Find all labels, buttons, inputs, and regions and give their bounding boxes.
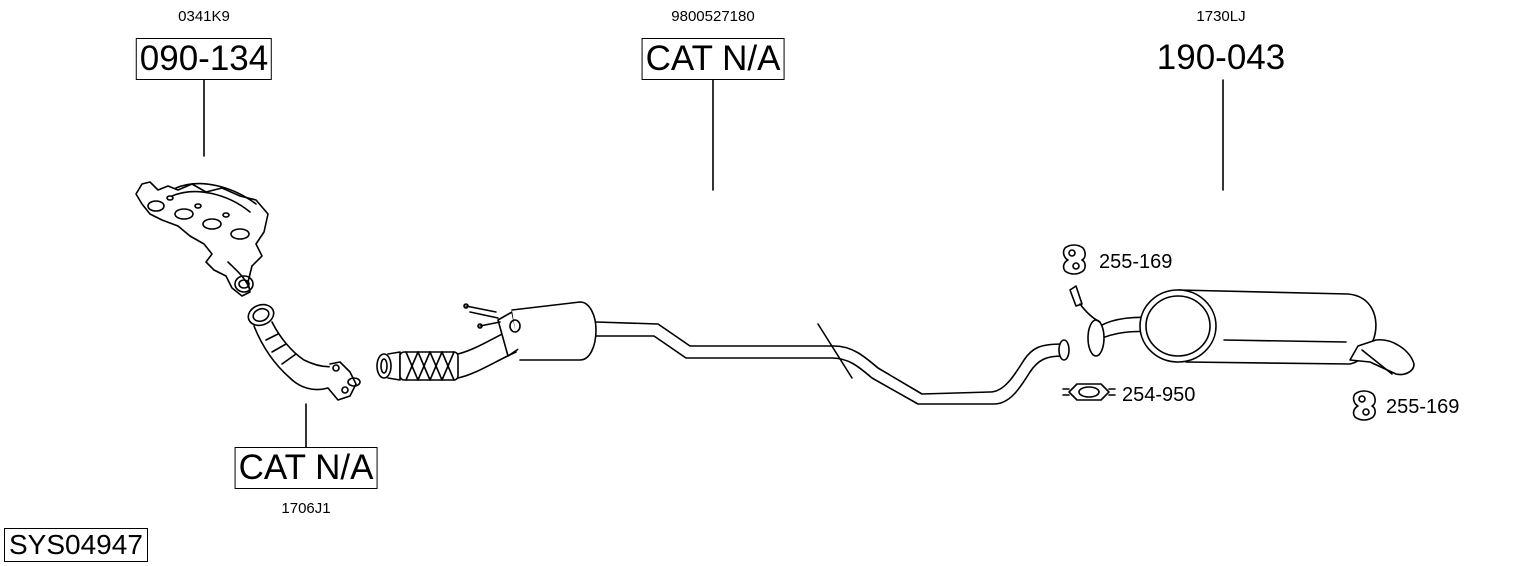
front-catalyst-drawing <box>247 303 361 401</box>
system-code: SYS04947 <box>4 528 148 562</box>
rear-silencer-part-number[interactable]: 190-043 <box>1156 38 1286 77</box>
pipe-clamp-icon <box>1062 383 1116 401</box>
front-cat-ref-code: 1706J1 <box>281 500 331 517</box>
exhaust-manifold-drawing <box>135 181 269 297</box>
manifold-ref-code: 0341K9 <box>178 8 230 25</box>
rubber-hanger-icon <box>1062 244 1086 275</box>
manifold-part-number[interactable]: 090-134 <box>135 38 273 80</box>
intermediate-pipe-drawing <box>595 321 1070 405</box>
middle-cat-part-number[interactable]: CAT N/A <box>641 38 785 80</box>
hanger-part-number[interactable]: 255-169 <box>1099 251 1173 273</box>
front-cat-part-number[interactable]: CAT N/A <box>234 447 378 489</box>
clamp-part-number[interactable]: 254-950 <box>1122 384 1196 406</box>
middle-cat-ref-code: 9800527180 <box>671 8 755 25</box>
hanger-part-number-rear[interactable]: 255-169 <box>1386 396 1460 418</box>
rear-silencer-drawing <box>1069 285 1415 376</box>
rubber-hanger-icon <box>1352 390 1376 421</box>
middle-catalyst-drawing <box>376 301 597 381</box>
rear-silencer-ref-code: 1730LJ <box>1196 8 1246 25</box>
